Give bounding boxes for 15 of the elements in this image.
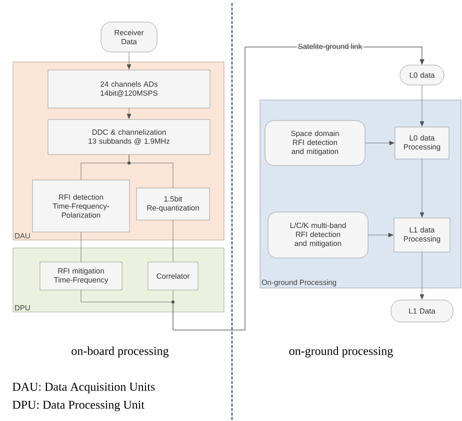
caption-text: on-ground processing — [289, 346, 393, 358]
connector — [365, 140, 394, 146]
connector — [172, 46, 424, 330]
caption-text: DPU: Data Processing Unit — [12, 400, 144, 412]
connector — [126, 108, 132, 119]
connector — [128, 154, 174, 188]
connector — [80, 232, 82, 262]
connector — [420, 85, 424, 126]
connector — [172, 220, 174, 262]
connector — [126, 52, 132, 70]
connector — [420, 159, 424, 218]
caption-text: DAU: Data Acquisition Units — [12, 382, 155, 394]
connector — [368, 232, 394, 238]
connector — [420, 252, 424, 300]
caption-text: on-board processing — [72, 346, 169, 358]
